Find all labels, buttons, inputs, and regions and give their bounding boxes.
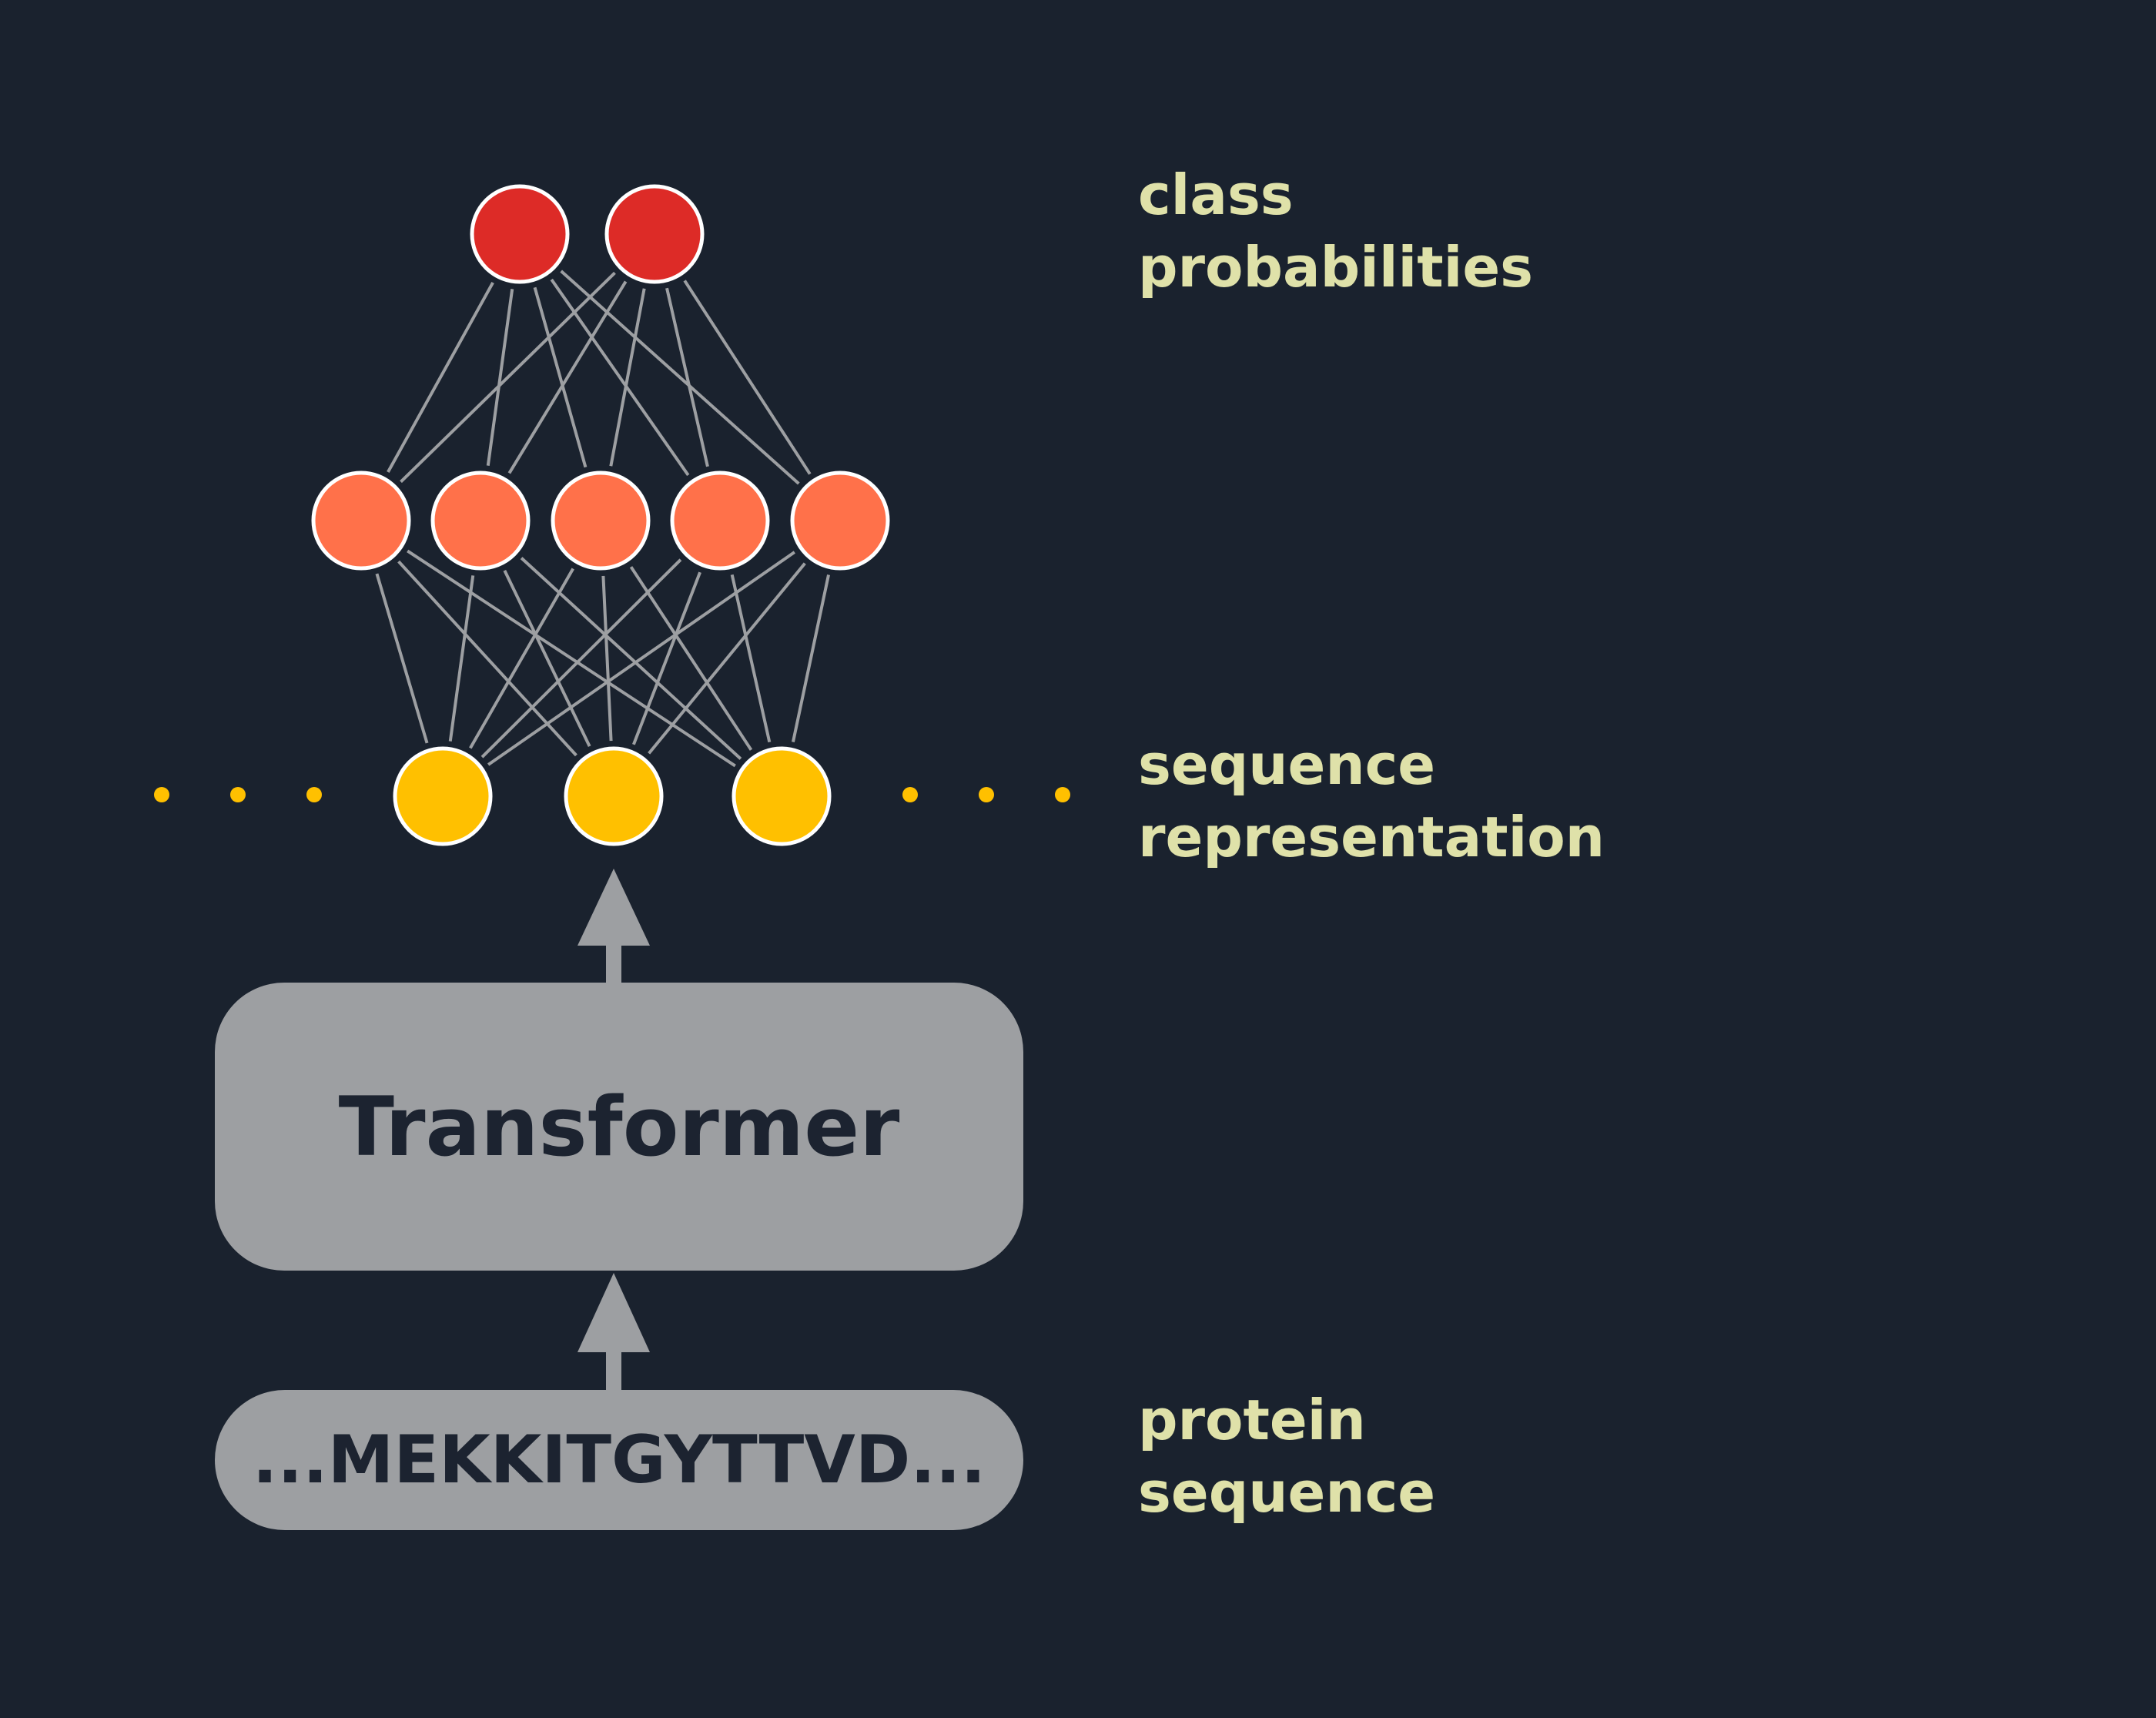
connection-line xyxy=(400,271,616,484)
connection-line xyxy=(683,280,812,475)
representation-node xyxy=(564,746,664,846)
connection-line xyxy=(487,551,795,766)
ellipsis-dot xyxy=(230,787,246,802)
hidden-node xyxy=(790,471,890,571)
ellipsis-dot xyxy=(902,787,918,802)
label-sequence-representation: sequence representation xyxy=(1138,728,1769,873)
connection-line xyxy=(486,289,514,466)
label-protein-sequence: protein sequence xyxy=(1138,1384,1769,1529)
connection-line xyxy=(550,278,690,477)
transformer-label: Transformer xyxy=(338,1079,900,1174)
connection-line xyxy=(560,270,800,485)
input-sequence-box: ...MEKKITGYTTVD... xyxy=(215,1390,1023,1530)
connection-line xyxy=(407,549,736,768)
ellipsis-dot xyxy=(979,787,994,802)
connection-line xyxy=(730,574,772,743)
output-node xyxy=(470,184,570,284)
label-line: sequence xyxy=(1138,732,1436,797)
connection-line xyxy=(629,566,753,751)
connection-line xyxy=(601,575,613,742)
connection-line xyxy=(375,573,429,744)
label-line: protein xyxy=(1138,1388,1366,1452)
connection-line xyxy=(480,558,682,759)
arrow-transformer-to-representation xyxy=(578,869,650,986)
ellipsis-dot xyxy=(154,787,169,802)
hidden-node xyxy=(430,471,531,571)
ellipsis-dots xyxy=(154,787,1070,802)
connection-line xyxy=(665,287,709,467)
connection-line xyxy=(507,280,628,474)
output-node xyxy=(604,184,705,284)
arrows xyxy=(578,869,650,1392)
connection-line xyxy=(648,562,806,755)
connection-line xyxy=(503,569,591,748)
connection-line xyxy=(791,574,831,742)
connection-line xyxy=(533,286,588,468)
representation-node xyxy=(732,746,832,846)
connections xyxy=(375,270,831,768)
ellipsis-dot xyxy=(1055,787,1070,802)
hidden-node xyxy=(551,471,651,571)
connection-line xyxy=(448,575,475,742)
arrow-sequence-to-transformer xyxy=(578,1273,650,1392)
connection-line xyxy=(609,288,646,467)
representation-node xyxy=(393,746,493,846)
label-line: representation xyxy=(1138,805,1605,869)
hidden-node xyxy=(311,471,411,571)
label-line: probabilities xyxy=(1138,235,1533,300)
transformer-box: Transformer xyxy=(215,983,1023,1271)
label-line: sequence xyxy=(1138,1460,1436,1525)
connection-line xyxy=(397,560,578,757)
label-line: class xyxy=(1138,162,1294,227)
connection-line xyxy=(387,282,494,473)
ellipsis-dot xyxy=(306,787,322,802)
input-sequence-text: ...MEKKITGYTTVD... xyxy=(252,1422,986,1499)
connection-line xyxy=(632,571,701,745)
connection-line xyxy=(469,568,574,749)
hidden-node xyxy=(670,471,770,571)
nodes xyxy=(311,184,890,846)
connection-line xyxy=(520,557,742,760)
label-class-probabilities: class probabilities xyxy=(1138,159,1769,303)
